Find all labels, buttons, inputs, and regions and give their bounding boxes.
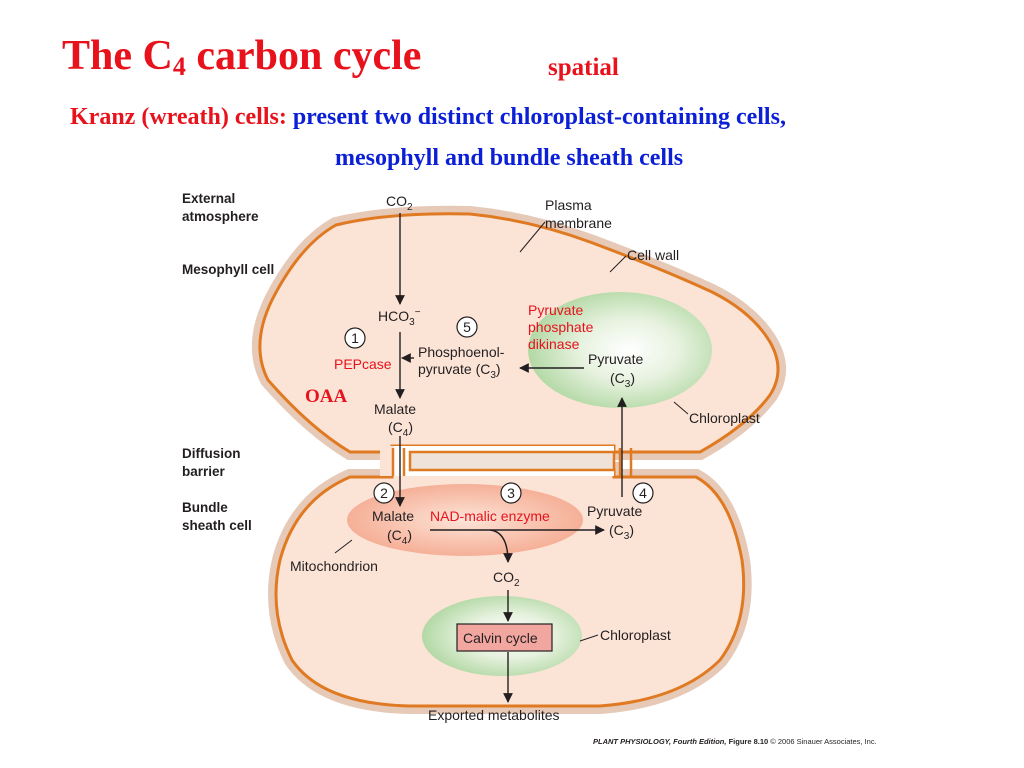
malate-mesophyll: Malate	[374, 401, 416, 417]
label-diffusion: Diffusion	[182, 446, 241, 461]
pyruvate-bundle-sheath: Pyruvate	[587, 503, 642, 519]
kranz-line: Kranz (wreath) cells: present two distin…	[70, 104, 786, 131]
pep-line2: pyruvate (C3)	[418, 361, 501, 381]
co2-bundle-sheath: CO2	[493, 569, 520, 589]
enzyme-ppdk-line2: phosphate	[528, 319, 594, 335]
step-circle-1: 1	[344, 327, 366, 349]
figure-credit: PLANT PHYSIOLOGY, Fourth Edition, Figure…	[593, 737, 877, 746]
slide-title: The C4 carbon cycle	[62, 33, 422, 81]
malate-bundle-sheath-c4: (C4)	[387, 527, 412, 547]
svg-text:4: 4	[639, 485, 647, 501]
oaa-label: OAA	[305, 386, 348, 407]
callout-leaders	[334, 221, 689, 642]
exported-metabolites: Exported metabolites	[428, 707, 560, 723]
calvin-cycle-box	[456, 623, 553, 652]
label-cell-wall: Cell wall	[627, 247, 679, 263]
kranz-label: Kranz (wreath) cells:	[70, 104, 287, 130]
diffusion-barrier-strip	[380, 446, 633, 476]
label-mesophyll-cell: Mesophyll cell	[182, 262, 274, 277]
label-mitochondrion: Mitochondrion	[290, 558, 378, 574]
label-membrane: membrane	[545, 215, 612, 231]
svg-text:3: 3	[507, 485, 515, 501]
bicarbonate: HCO3−	[378, 307, 421, 328]
kranz-description-line2: mesophyll and bundle sheath cells	[335, 145, 684, 171]
enzyme-nad-malic: NAD-malic enzyme	[430, 508, 550, 524]
label-external: External	[182, 191, 235, 206]
step-circle-2: 2	[373, 482, 395, 504]
svg-text:2: 2	[380, 485, 388, 501]
label-bundle: Bundle	[182, 500, 228, 515]
enzyme-ppdk-line3: dikinase	[528, 336, 580, 352]
enzyme-ppdk-line1: Pyruvate	[528, 302, 583, 318]
mitochondrion	[347, 484, 583, 556]
malate-mesophyll-c4: (C4)	[388, 419, 413, 439]
pyruvate-mesophyll: Pyruvate	[588, 351, 643, 367]
label-chloroplast-bundle-sheath: Chloroplast	[600, 627, 671, 643]
step-circle-3: 3	[500, 482, 522, 504]
co2-external: CO2	[386, 193, 413, 213]
step-circle-5: 5	[456, 316, 478, 338]
pyruvate-bundle-sheath-c3: (C3)	[609, 522, 634, 542]
kranz-description-line1: present two distinct chloroplast-contain…	[292, 104, 786, 130]
calvin-cycle-label: Calvin cycle	[463, 630, 538, 646]
spatial-label: spatial	[548, 54, 619, 81]
arrow-decarboxylation-co2	[489, 529, 513, 563]
label-sheath-cell: sheath cell	[182, 518, 252, 533]
svg-text:1: 1	[351, 330, 359, 346]
label-plasma: Plasma	[545, 197, 592, 213]
label-atmosphere: atmosphere	[182, 209, 259, 224]
label-barrier: barrier	[182, 464, 226, 479]
mesophyll-chloroplast	[528, 292, 712, 408]
pep-line1: Phosphoenol-	[418, 344, 505, 360]
svg-text:5: 5	[463, 319, 471, 335]
step-circle-4: 4	[632, 482, 654, 504]
malate-bundle-sheath: Malate	[372, 508, 414, 524]
pathway-arrows	[395, 213, 627, 703]
enzyme-pepcase: PEPcase	[334, 356, 392, 372]
label-chloroplast-mesophyll: Chloroplast	[689, 410, 760, 426]
pyruvate-mesophyll-c3: (C3)	[610, 370, 635, 390]
